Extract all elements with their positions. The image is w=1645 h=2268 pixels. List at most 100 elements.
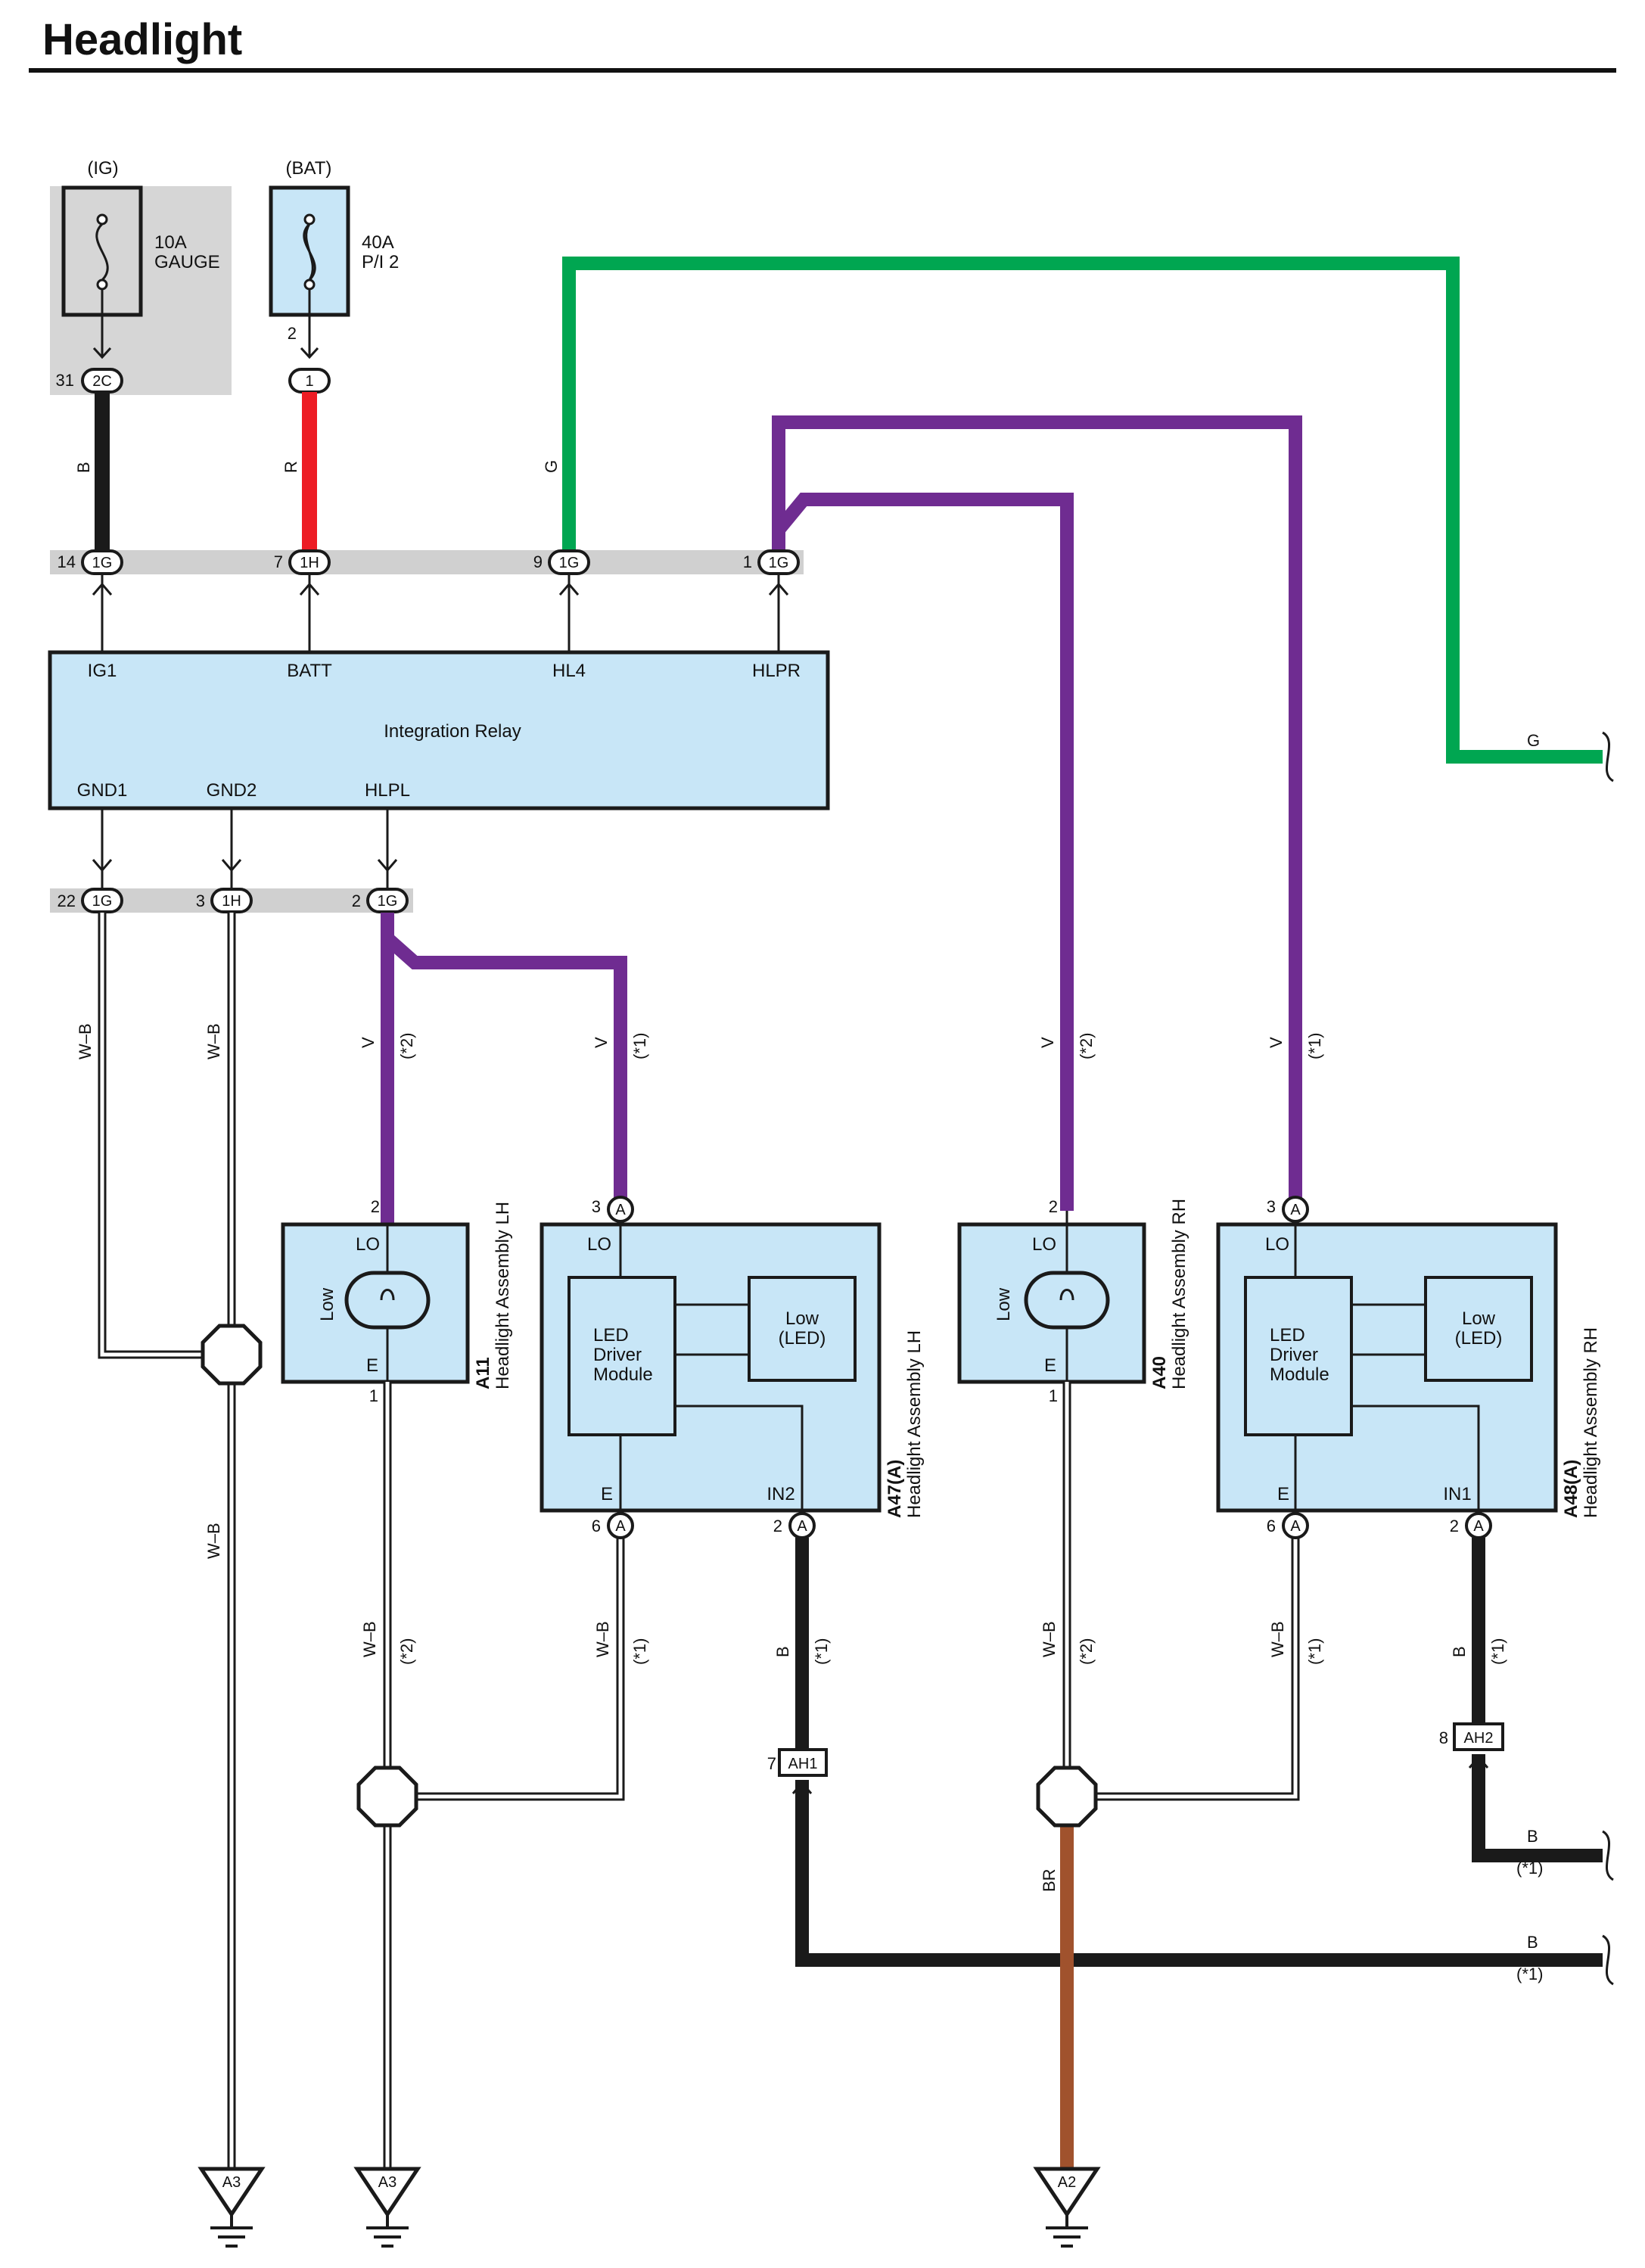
relay-pin-ig1: IG1 [88, 661, 117, 681]
label-wb-a11: W–B [360, 1621, 379, 1657]
lower-leads [92, 808, 398, 888]
a11-lamp-label: Low [317, 1287, 337, 1321]
a47-box [540, 1222, 882, 1513]
wb-wire-a40 [1062, 1382, 1300, 1801]
c-batt-group: 7 1H [274, 549, 331, 575]
c-hl4-group: 9 1G [533, 549, 590, 575]
ig-arrow [92, 347, 112, 359]
ground-a3-left [197, 2167, 266, 2248]
a47-led-l1: Low [785, 1308, 819, 1329]
wire-label-g: G [542, 460, 561, 473]
c-batt-num: 7 [274, 552, 283, 571]
a47-internal-lines [619, 1224, 804, 1510]
c-hlpl-group: 2 1G [352, 888, 409, 913]
c-gnd1-connector [81, 888, 123, 913]
label-v-a48: V [1267, 1037, 1286, 1048]
a47-top-pin: 3 [592, 1197, 601, 1216]
c-ig1-connector [81, 549, 123, 575]
c-gnd1-num: 22 [58, 891, 76, 910]
wire-v-a40 [773, 493, 1074, 1211]
splice-gnd-left [201, 1324, 263, 1386]
a48-module-l3: Module [1270, 1364, 1329, 1385]
a48-led-l1: Low [1462, 1308, 1496, 1329]
a48-top-conn [1282, 1196, 1309, 1223]
c-hl4-num: 9 [533, 552, 543, 571]
label-note-a11: (*2) [397, 1033, 416, 1059]
a48-led-l2: (LED) [1455, 1328, 1503, 1349]
label-b-a47: B [773, 1646, 792, 1657]
bat-fuse-pin: 2 [288, 324, 297, 343]
a47-pin2-conn-id: A [797, 1518, 807, 1535]
bat-fuse-rating: 40A [362, 232, 394, 253]
label-b-bus: B [1527, 1933, 1538, 1952]
c-hlpl-connector [366, 888, 409, 913]
a40-name: Headlight Assembly RH [1169, 1199, 1189, 1389]
ah2-connector [1453, 1722, 1504, 1751]
a11-top-pin: 2 [371, 1197, 380, 1216]
ig-supply-label: (IG) [87, 158, 118, 179]
a48-e: E [1277, 1484, 1289, 1504]
a11-box [281, 1222, 470, 1384]
ground-a2-label: A2 [1058, 2174, 1076, 2191]
c-hlpl-num: 2 [352, 891, 361, 910]
wire-g [562, 257, 1603, 764]
a48-lo: LO [1265, 1234, 1289, 1255]
a47-pin6: 6 [592, 1517, 601, 1535]
upper-connector-bar [50, 550, 804, 574]
a40-box [957, 1222, 1146, 1384]
label-note-b-a47: (*1) [812, 1638, 831, 1665]
a48-internal-lines [1294, 1224, 1480, 1510]
a48-low-led [1424, 1276, 1533, 1382]
label-note-a48: (*1) [1305, 1033, 1324, 1059]
label-note-a47: (*1) [630, 1033, 649, 1059]
label-wb-gnd1: W–B [76, 1023, 95, 1059]
label-wb-a47: W–B [593, 1621, 612, 1657]
bat-fuse-name: P/I 2 [362, 252, 399, 272]
integration-relay-box [48, 650, 830, 810]
label-note-b-bus: (*1) [1516, 1965, 1543, 1983]
bat-arrow [300, 347, 319, 359]
wb-wires-left [98, 913, 236, 2179]
a48-driver-module [1244, 1276, 1353, 1436]
label-v-a40: V [1038, 1037, 1057, 1048]
ig-fuse-icon [95, 213, 109, 356]
relay-pin-gnd1: GND1 [77, 780, 128, 801]
a47-low-led [748, 1276, 857, 1382]
c-batt-id: 1H [300, 555, 319, 571]
page-title: Headlight [42, 15, 242, 64]
g-wire-break [1602, 731, 1614, 782]
a40-lamp-label: Low [994, 1287, 1014, 1321]
b-ah2-break [1602, 1830, 1614, 1881]
b-bus-break [1602, 1934, 1614, 1986]
label-note-b-a48: (*1) [1488, 1638, 1507, 1665]
label-br: BR [1040, 1868, 1059, 1892]
ig-fuse-rating: 10A [154, 232, 187, 253]
cbat-id: 1 [305, 373, 313, 390]
c-hlpr-group: 1 1G [743, 549, 800, 575]
a47-top-conn [607, 1196, 634, 1223]
ah2-num: 8 [1439, 1728, 1448, 1747]
a48-module-l1: LED [1270, 1325, 1305, 1346]
c-gnd1-id: 1G [92, 893, 113, 910]
c-ig1-num: 14 [58, 552, 76, 571]
a47-top-conn-id: A [615, 1202, 626, 1218]
label-wb-a3-left: W–B [204, 1523, 223, 1559]
ground-a3-left-label: A3 [222, 2174, 241, 2191]
a47-lo: LO [587, 1234, 611, 1255]
wire-v-a47 [383, 933, 627, 1211]
a47-pin2: 2 [773, 1517, 782, 1535]
a48-pin6-conn-id: A [1290, 1518, 1301, 1535]
a11-lo: LO [356, 1234, 380, 1255]
label-b-ah2: B [1527, 1827, 1538, 1846]
wire-b-ah2 [1472, 1754, 1603, 1862]
label-note-wb-a47: (*1) [630, 1638, 649, 1665]
a47-code: A47(A) [885, 1460, 905, 1518]
label-note-b-ah2: (*1) [1516, 1859, 1543, 1878]
relay-pin-hlpr: HLPR [752, 661, 801, 681]
label-wb-gnd2: W–B [204, 1023, 223, 1059]
relay-pin-batt: BATT [287, 661, 332, 681]
c-ig1-group: 14 1G [58, 549, 123, 575]
c-hlpr-id: 1G [769, 555, 789, 571]
label-note-wb-a40: (*2) [1077, 1638, 1096, 1665]
wire-b-ah1-bus [795, 1780, 1603, 1967]
